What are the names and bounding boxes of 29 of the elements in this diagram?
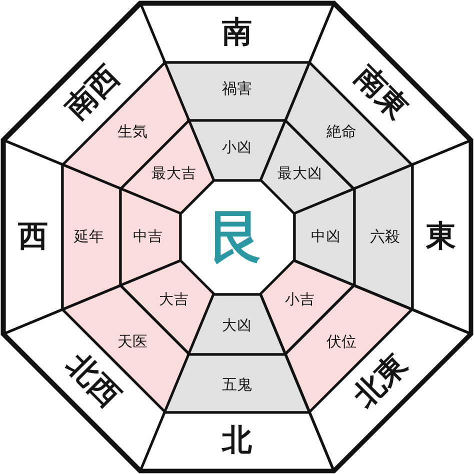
direction-label: 北 (222, 426, 252, 456)
trigram-label: 艮 (209, 209, 265, 265)
star-name-label: 六殺 (370, 229, 400, 244)
direction-label: 北西 (60, 349, 125, 414)
fortune-label: 大凶 (222, 318, 252, 334)
direction-label: 西 (18, 222, 48, 252)
outer-sector (163, 352, 311, 414)
inner-sector (118, 187, 182, 287)
direction-label: 南西 (60, 60, 125, 125)
fortune-label: 最大吉 (152, 166, 197, 182)
fortune-label: 小凶 (222, 140, 252, 156)
star-name-label: 伏位 (326, 334, 357, 350)
fortune-label: 中吉 (133, 230, 163, 244)
inner-sector (187, 292, 287, 356)
fortune-label: 最大凶 (277, 166, 322, 182)
star-name-label: 生気 (117, 124, 148, 140)
direction-label: 東 (426, 222, 456, 252)
fortune-label: 小吉 (284, 292, 315, 308)
direction-label: 南 (222, 18, 252, 48)
star-name-label: 禍害 (222, 82, 252, 96)
fortune-label: 大吉 (159, 292, 190, 308)
direction-label: 南東 (349, 60, 414, 125)
star-name-label: 延年 (74, 229, 104, 244)
star-name-label: 絶命 (326, 124, 357, 140)
direction-label: 北東 (349, 349, 414, 414)
fortune-label: 中凶 (311, 230, 341, 244)
outer-sector (60, 163, 122, 311)
star-name-label: 五鬼 (222, 378, 252, 392)
star-name-label: 天医 (117, 334, 148, 350)
